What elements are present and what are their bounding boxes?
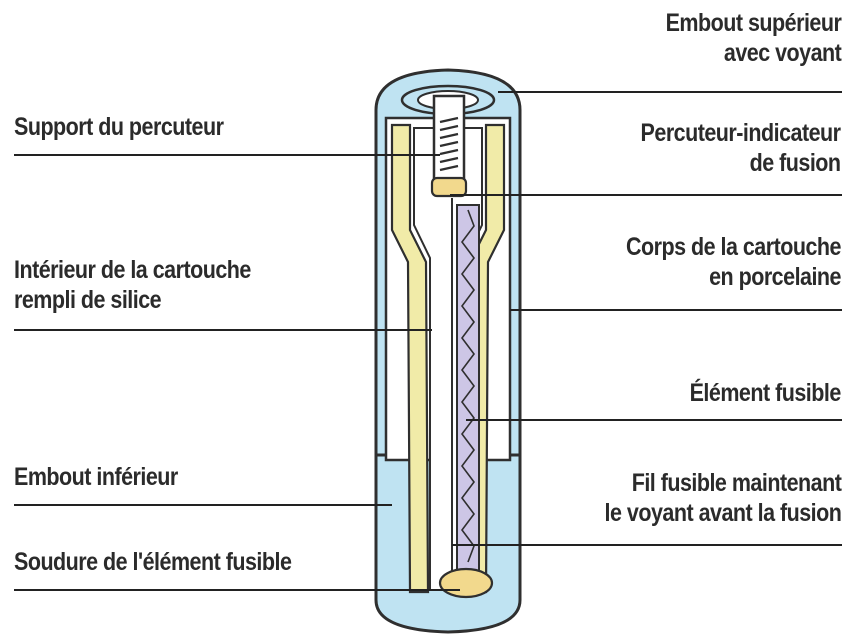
label-line: en porcelaine [709, 263, 841, 291]
label-corps-cartouche: Corps de la cartouche en porcelaine [626, 232, 842, 292]
label-element-fusible: Élément fusible [689, 378, 842, 408]
label-interieur-cartouche: Intérieur de la cartouche rempli de sili… [14, 255, 251, 315]
label-line: de fusion [750, 149, 841, 177]
label-line: Fil fusible maintenant [631, 469, 841, 497]
porcelain-wall-left [390, 123, 430, 594]
label-line: Élément fusible [689, 379, 842, 407]
label-soudure: Soudure de l'élément fusible [14, 547, 292, 577]
label-line: Embout supérieur [665, 9, 841, 37]
label-embout-superieur: Embout supérieur avec voyant [665, 8, 841, 68]
solder-blob [438, 567, 494, 599]
label-line: Embout inférieur [14, 463, 178, 491]
fuse-element-pattern [461, 209, 475, 563]
striker-indicator [430, 176, 468, 198]
label-line: le voyant avant la fusion [604, 499, 841, 527]
label-line: avec voyant [723, 39, 842, 67]
label-line: Intérieur de la cartouche [14, 256, 251, 284]
label-line: rempli de silice [14, 286, 162, 314]
fuse-element [456, 204, 480, 576]
label-line: Soudure de l'élément fusible [14, 548, 292, 576]
label-embout-inferieur: Embout inférieur [14, 462, 178, 492]
striker-spring [439, 116, 459, 172]
label-percuteur-indicateur: Percuteur-indicateur de fusion [641, 118, 841, 178]
leader-lines [14, 91, 842, 591]
label-line: Support du percuteur [14, 113, 224, 141]
label-line: Corps de la cartouche [626, 233, 842, 261]
label-fil-fusible: Fil fusible maintenant le voyant avant l… [604, 468, 841, 528]
label-support-percuteur: Support du percuteur [14, 112, 224, 142]
label-line: Percuteur-indicateur [641, 119, 841, 147]
